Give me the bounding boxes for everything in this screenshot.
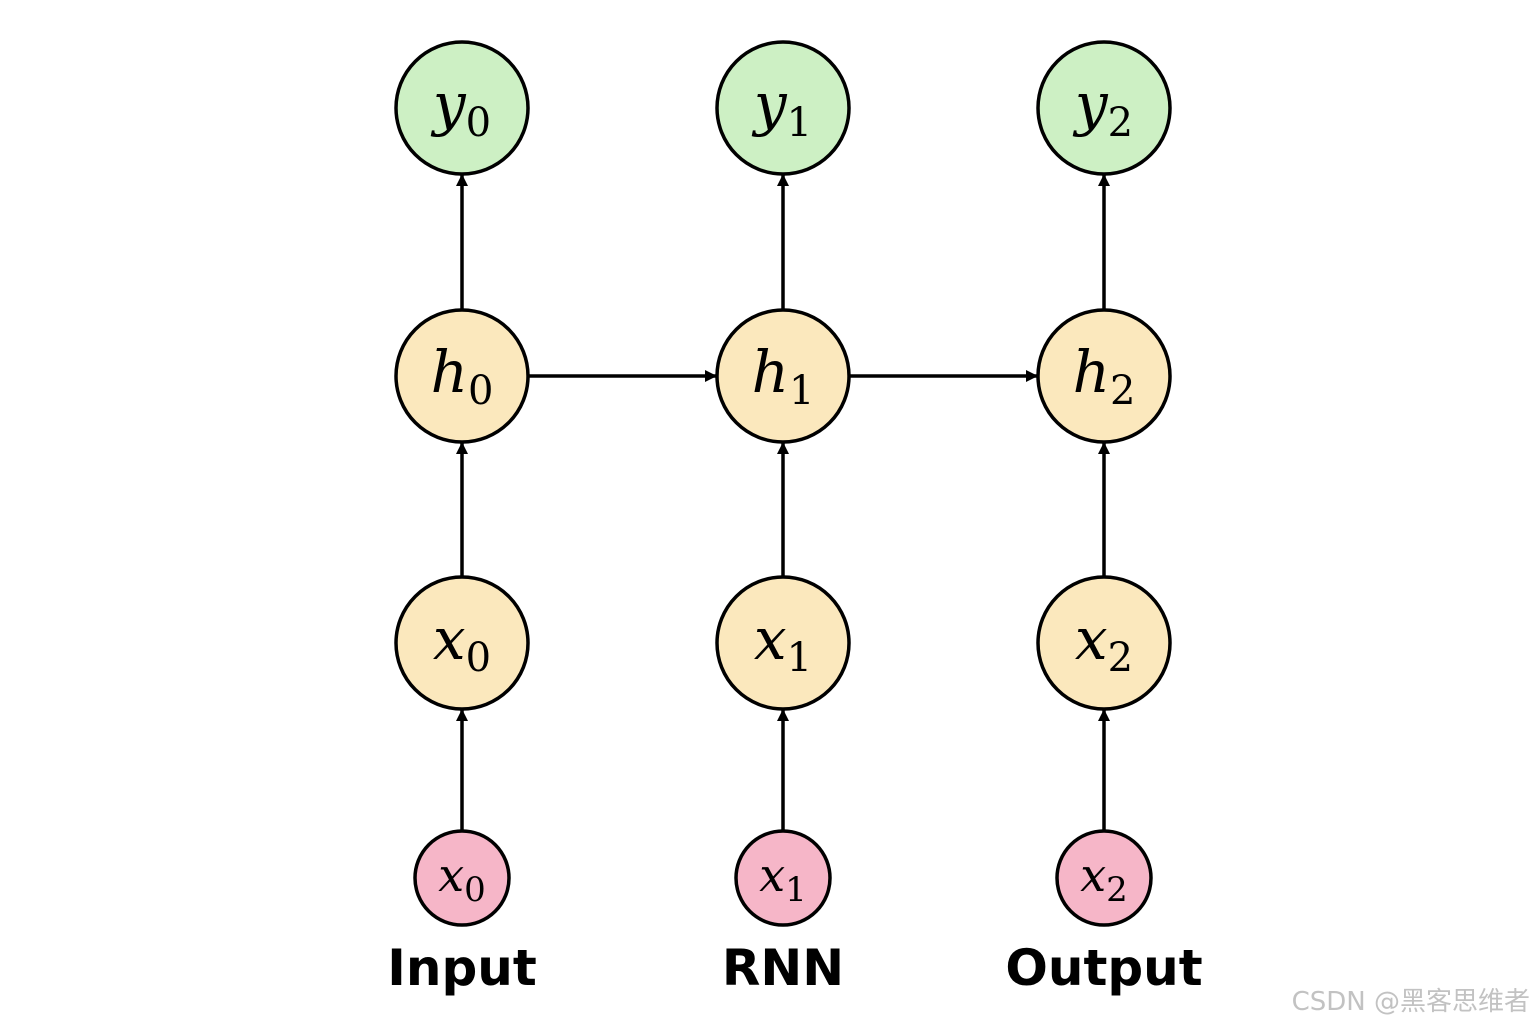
column-label-2: Output bbox=[1005, 939, 1202, 997]
hidden-node-label: h1 bbox=[752, 338, 815, 414]
hidden-node-label: h0 bbox=[431, 338, 494, 414]
output-node-label: y0 bbox=[430, 70, 491, 146]
raw-input-node-0: x0 bbox=[413, 829, 511, 927]
hidden-node-label: h2 bbox=[1073, 338, 1136, 414]
raw-input-node-label: x2 bbox=[1080, 848, 1128, 910]
output-node-0: y0 bbox=[394, 40, 530, 176]
hidden-node-0: h0 bbox=[394, 308, 530, 444]
column-label-0: Input bbox=[387, 939, 537, 997]
output-node-label: y1 bbox=[751, 70, 812, 146]
hidden-node-2: h2 bbox=[1036, 308, 1172, 444]
raw-input-node-label: x1 bbox=[759, 848, 807, 910]
watermark: CSDN @黑客思维者 bbox=[1291, 987, 1530, 1017]
raw-input-node-1: x1 bbox=[734, 829, 832, 927]
input-node-0: x0 bbox=[394, 575, 530, 711]
output-node-2: y2 bbox=[1036, 40, 1172, 176]
raw-input-node-label: x0 bbox=[438, 848, 486, 910]
input-node-label: x0 bbox=[433, 605, 491, 681]
raw-input-node-2: x2 bbox=[1055, 829, 1153, 927]
input-node-label: x1 bbox=[754, 605, 812, 681]
output-node-label: y2 bbox=[1072, 70, 1133, 146]
input-node-2: x2 bbox=[1036, 575, 1172, 711]
output-node-1: y1 bbox=[715, 40, 851, 176]
input-node-label: x2 bbox=[1075, 605, 1133, 681]
column-label-1: RNN bbox=[722, 939, 844, 997]
hidden-node-1: h1 bbox=[715, 308, 851, 444]
input-node-1: x1 bbox=[715, 575, 851, 711]
